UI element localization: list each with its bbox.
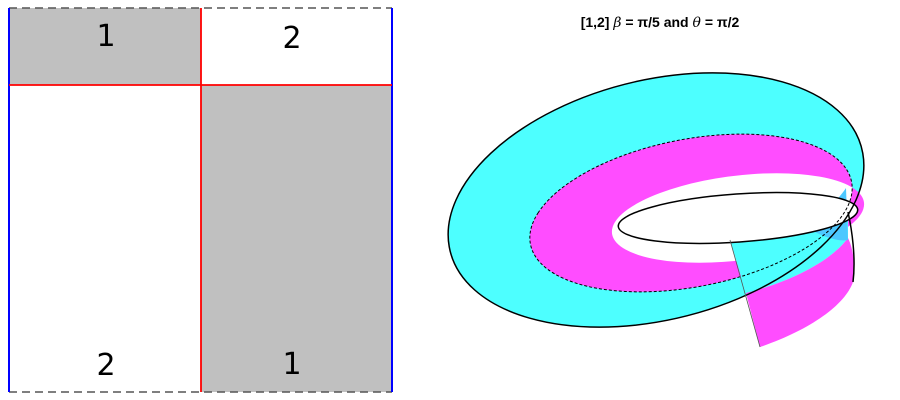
band-twist-edge-1: [729, 239, 761, 348]
title-theta-symbol: θ: [693, 15, 702, 31]
band-twist-magenta: [746, 238, 855, 347]
label-top-left: 1: [96, 19, 115, 54]
title-beta-symbol: β: [612, 15, 621, 31]
band-outer-edge: [447, 72, 865, 328]
band-hole: [618, 192, 858, 244]
twisted-band-diagram: [1,2] β = π/5 and θ = π/2: [447, 14, 865, 348]
region-bottom-left: [9, 85, 201, 392]
region-top-left: [9, 8, 201, 85]
title-beta-value: = π/5: [625, 14, 660, 30]
title-theta-value: = π/2: [705, 14, 740, 30]
region-bottom-right: [201, 85, 392, 392]
band-inner-face: [529, 134, 865, 292]
band-outer-face: [448, 72, 864, 328]
title-prefix: [1,2]: [581, 14, 610, 30]
region-top-right: [201, 8, 392, 85]
band-twist-edge-2: [847, 211, 855, 283]
label-bottom-left: 2: [96, 348, 115, 383]
band-inner-edge: [617, 191, 859, 245]
diagram-title: [1,2] β = π/5 and θ = π/2: [581, 14, 740, 31]
label-top-right: 2: [282, 21, 301, 56]
unfolded-square-diagram: 1 2 2 1: [8, 7, 393, 393]
title-connector: and: [664, 14, 689, 30]
band-middle-edge: [529, 133, 853, 293]
label-bottom-right: 1: [282, 347, 301, 382]
